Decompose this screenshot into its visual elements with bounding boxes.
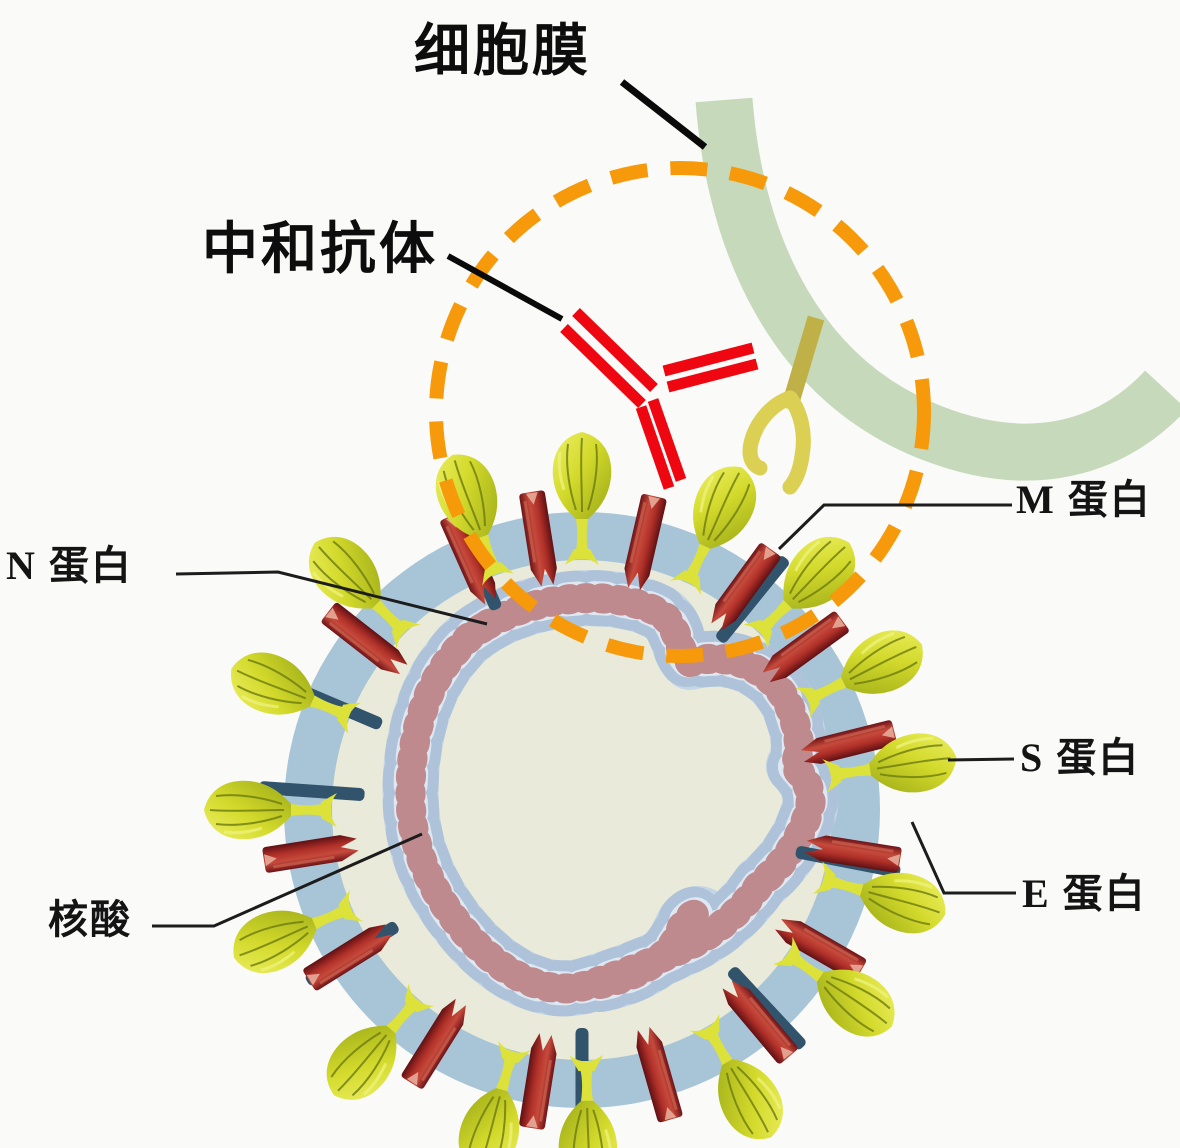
m-protein-bar — [303, 924, 393, 991]
m-protein-bar — [775, 919, 867, 981]
m-protein-bar — [805, 835, 902, 873]
spike-protein — [822, 733, 957, 793]
m-protein-bar — [762, 611, 849, 683]
antibody-arm-stroke — [572, 308, 658, 392]
receptor-stem — [782, 315, 825, 405]
receptor-fork-left — [742, 390, 798, 476]
m-protein-bar — [321, 602, 408, 675]
m-protein-bar — [801, 720, 897, 764]
cell-membrane-label: 细胞膜 — [414, 19, 591, 82]
spike-protein — [231, 652, 362, 734]
m-protein-bar — [624, 494, 667, 591]
e-protein-pointer-line — [910, 821, 1016, 895]
spike-protein — [552, 432, 612, 565]
spike-protein — [458, 1040, 531, 1148]
spike-protein — [558, 1054, 618, 1148]
highlight-circle — [429, 161, 931, 663]
m-protein-label: M 蛋白 — [1016, 477, 1152, 522]
cell-membrane-band — [695, 97, 1180, 481]
m-protein-bar — [401, 998, 466, 1089]
receptor-fork-right — [782, 390, 811, 495]
leader-lines — [152, 79, 1016, 928]
cell-membrane-pointer-line — [619, 79, 708, 150]
antibody-arm-stroke — [560, 324, 646, 408]
antibody-arm-stroke — [662, 342, 755, 377]
nucleic-acid-label: 核酸 — [48, 897, 132, 942]
spike-protein — [326, 983, 435, 1100]
spike-protein — [794, 630, 923, 718]
e-protein-bar — [258, 781, 365, 801]
m-protein-bar — [519, 1033, 557, 1130]
m-protein-pointer-line — [777, 503, 1012, 551]
m-protein-bar — [519, 490, 557, 587]
e-protein-label: E 蛋白 — [1022, 871, 1147, 916]
spike-protein — [812, 861, 946, 934]
surface-proteins — [204, 432, 957, 1148]
m-protein-bar — [722, 980, 798, 1064]
antibody-arm-stroke — [647, 398, 687, 482]
s-protein-label: S 蛋白 — [1020, 735, 1141, 780]
spike-protein — [308, 536, 421, 649]
n-protein-label: N 蛋白 — [6, 543, 133, 588]
antibody-arm-stroke — [635, 405, 675, 490]
m-protein-bar — [262, 835, 359, 873]
virus-particle — [284, 512, 880, 1108]
neutralizing-antibody-label: 中和抗体 — [202, 217, 438, 280]
spike-protein — [772, 936, 895, 1037]
spike-protein — [204, 780, 337, 840]
antibody — [560, 308, 759, 490]
s-protein-pointer-line — [947, 757, 1015, 762]
e-protein-bar — [727, 967, 806, 1050]
antibody-pointer-line — [446, 253, 564, 322]
receptor — [742, 315, 825, 495]
n-protein-pointer-line — [175, 570, 488, 626]
m-protein-bar — [711, 543, 781, 631]
spike-protein — [689, 1013, 783, 1140]
antibody-arm-stroke — [666, 358, 759, 393]
nucleic-acid-pointer-line — [152, 832, 423, 928]
m-protein-bar — [636, 1026, 683, 1123]
spike-protein — [233, 890, 364, 974]
spike-protein — [670, 466, 757, 596]
